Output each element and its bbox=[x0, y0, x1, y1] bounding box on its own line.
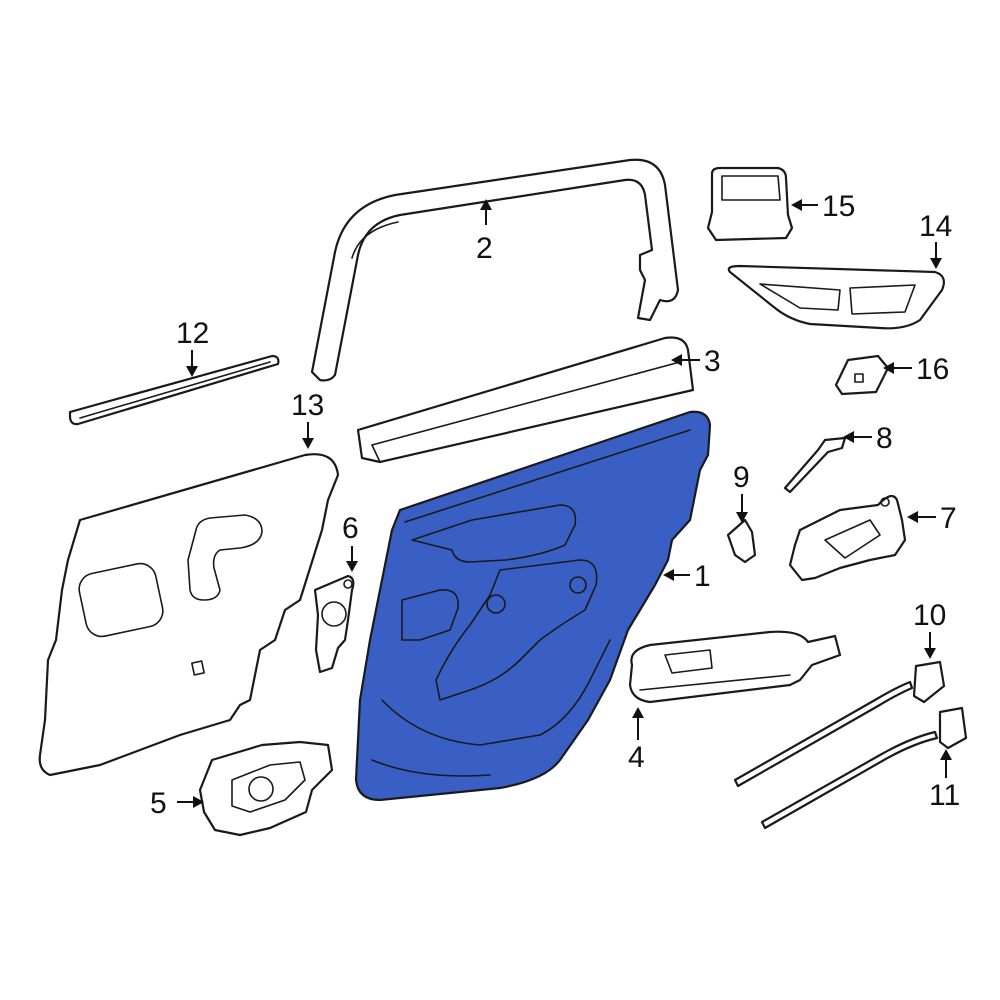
part-7-handle-bracket[interactable] bbox=[788, 494, 907, 582]
callout-11: 11 bbox=[929, 779, 960, 812]
callout-9: 9 bbox=[733, 461, 750, 494]
part-11-clip[interactable] bbox=[938, 706, 968, 750]
callout-4: 4 bbox=[628, 741, 645, 774]
callout-5: 5 bbox=[150, 787, 167, 820]
part-16-switch[interactable] bbox=[834, 354, 890, 396]
callout-13: 13 bbox=[291, 389, 324, 422]
callout-8: 8 bbox=[876, 422, 893, 455]
callout-2: 2 bbox=[476, 232, 493, 265]
trim-panel-body bbox=[354, 410, 712, 802]
part-2-window-frame-molding[interactable] bbox=[310, 158, 680, 382]
callout-12: 12 bbox=[176, 317, 209, 350]
control-rods bbox=[733, 680, 939, 830]
callout-14: 14 bbox=[919, 210, 952, 243]
part-15-handle-insert[interactable] bbox=[706, 166, 794, 242]
part-14-handle-bezel[interactable] bbox=[727, 264, 945, 330]
callout-1: 1 bbox=[694, 560, 711, 593]
part-8-lever[interactable] bbox=[783, 436, 847, 494]
part-12-inner-belt-strip[interactable] bbox=[68, 354, 280, 426]
part-5-inside-handle[interactable] bbox=[198, 740, 334, 837]
part-1-door-trim-panel[interactable] bbox=[354, 410, 712, 802]
part-4-armrest[interactable] bbox=[628, 630, 842, 704]
part-10-clip[interactable] bbox=[912, 660, 946, 704]
part-9-clip[interactable] bbox=[726, 518, 757, 564]
part-3-belt-weatherstrip[interactable] bbox=[356, 336, 695, 464]
callout-6: 6 bbox=[342, 512, 359, 545]
callout-7: 7 bbox=[940, 502, 957, 535]
callout-16: 16 bbox=[916, 353, 949, 386]
callout-3: 3 bbox=[704, 345, 721, 378]
callout-10: 10 bbox=[913, 599, 946, 632]
part-13-water-shield[interactable] bbox=[38, 453, 340, 777]
callout-15: 15 bbox=[822, 190, 855, 223]
leader-lines bbox=[177, 199, 952, 808]
part-6-bracket[interactable] bbox=[313, 574, 355, 674]
